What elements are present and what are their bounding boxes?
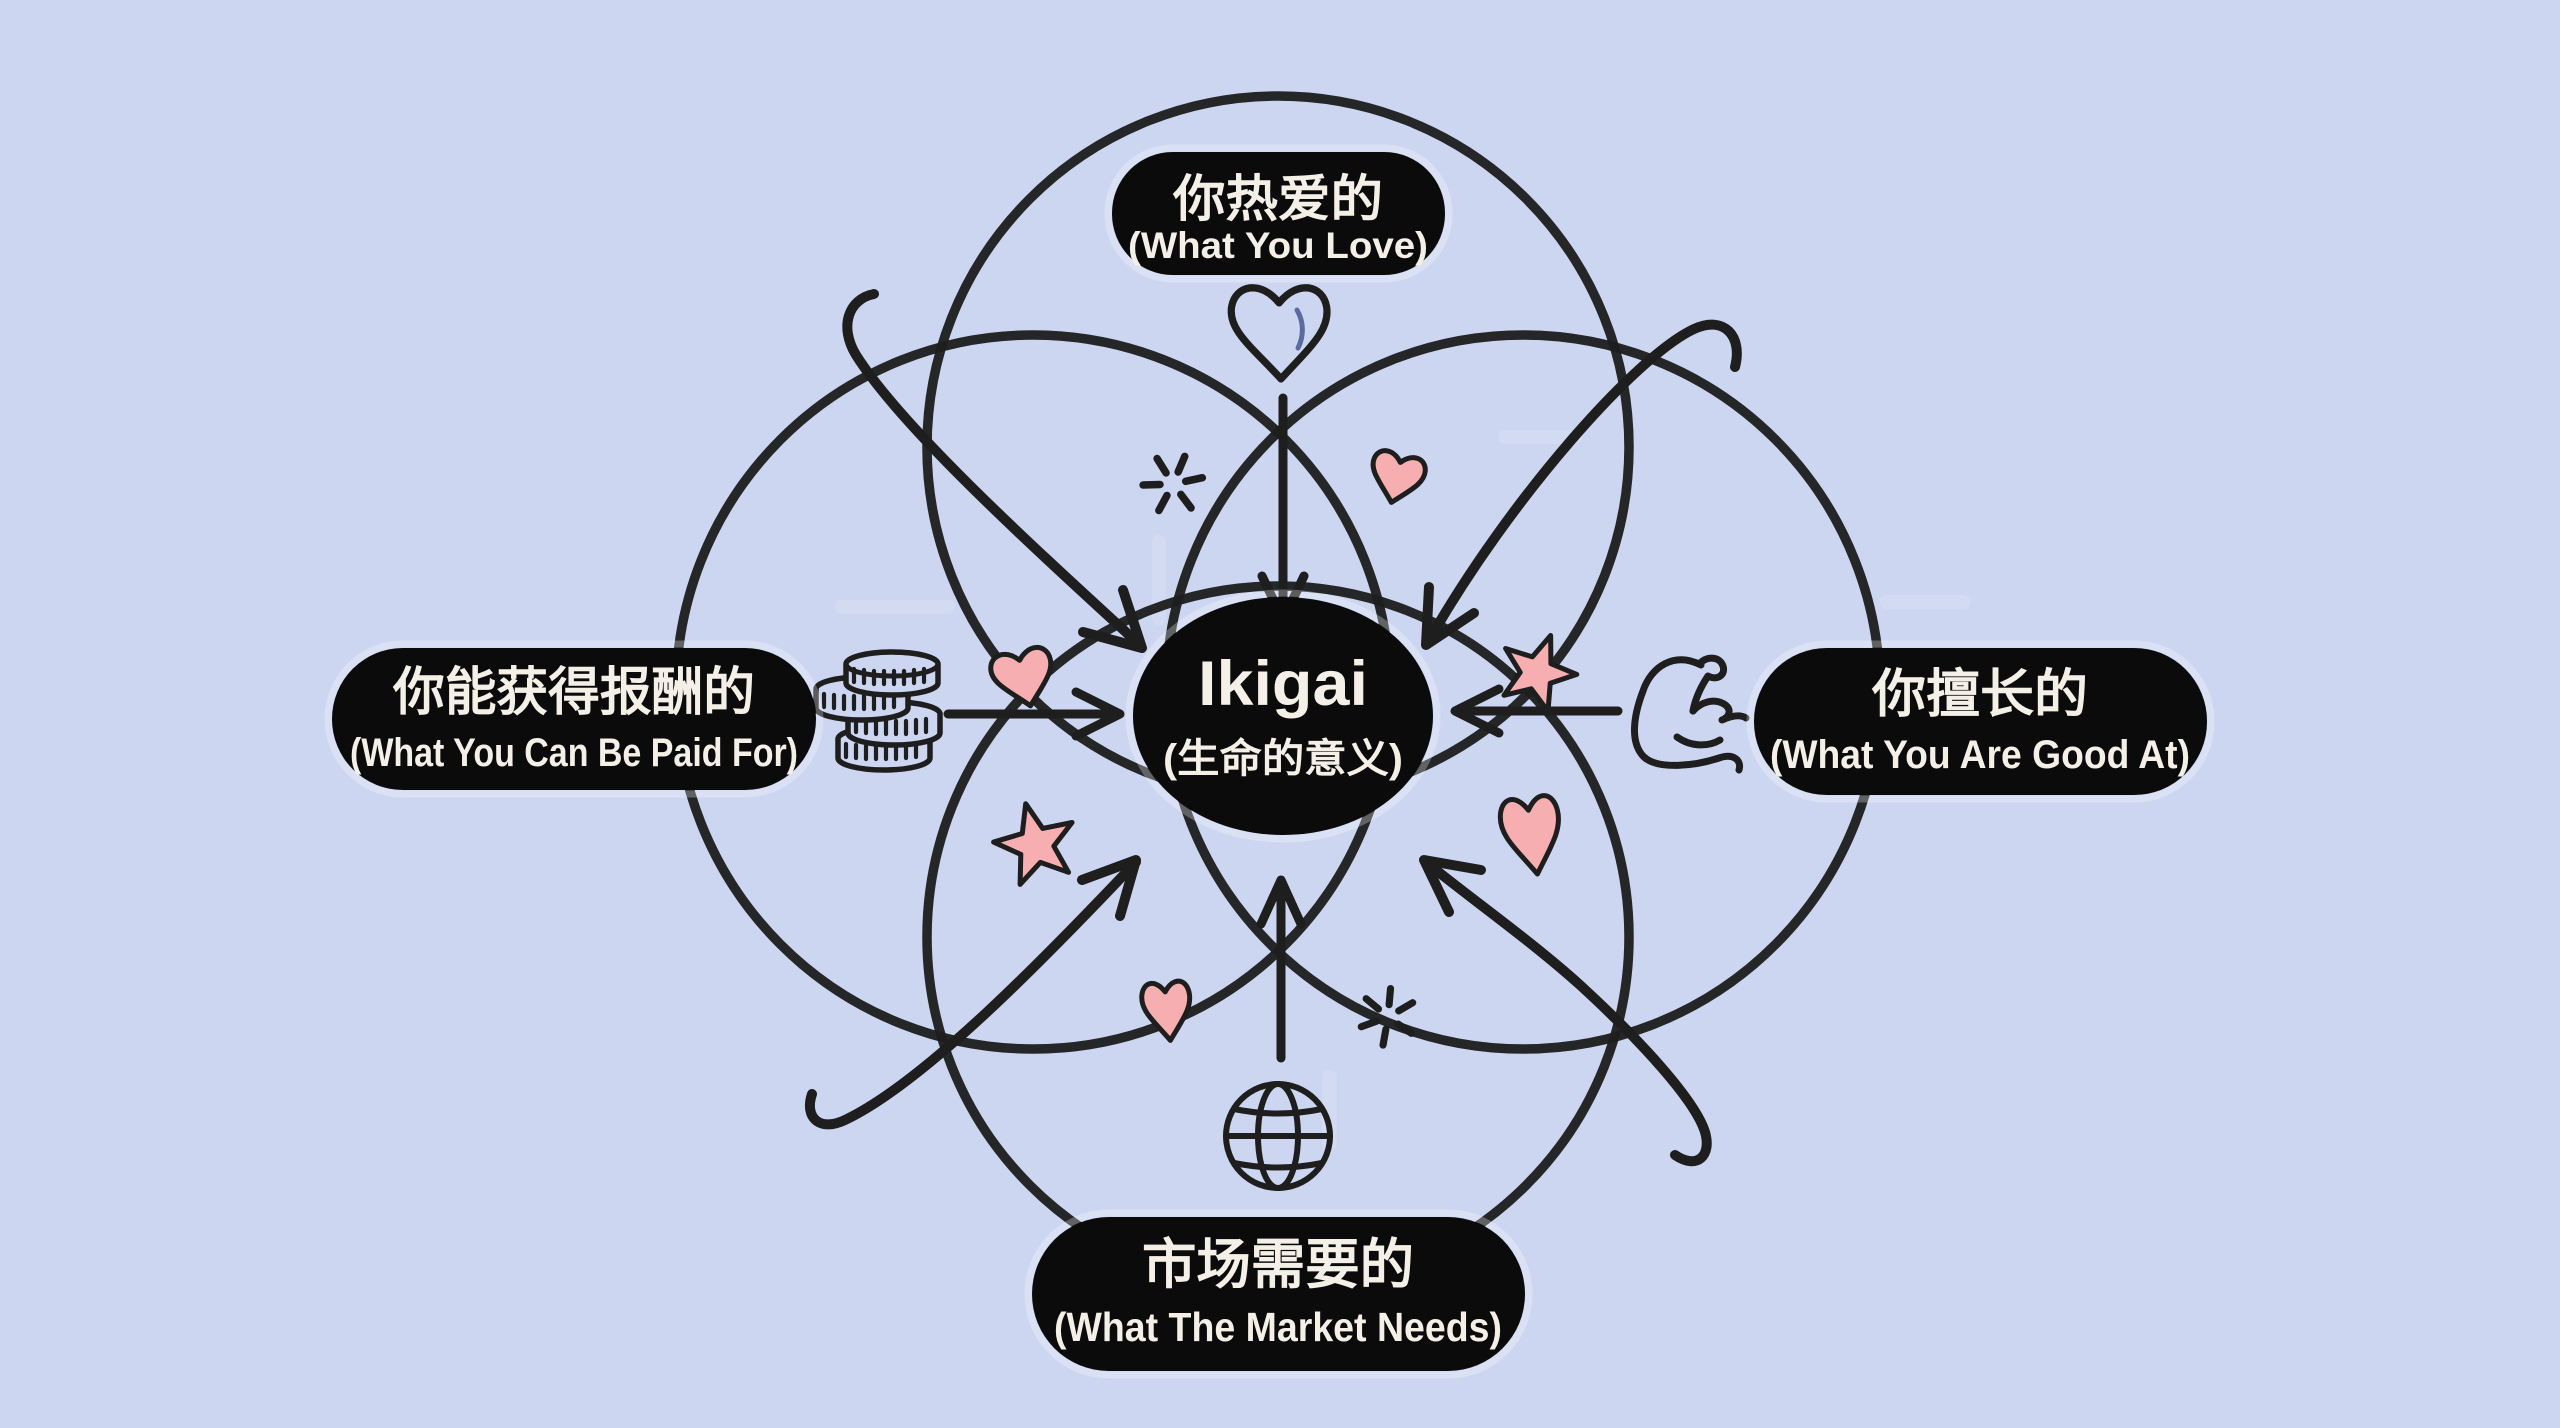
arrow-topright-to-center — [1421, 319, 1742, 650]
sparkle-doodles — [1139, 452, 1417, 1049]
pink-heart-bottomright — [1498, 794, 1565, 878]
center-title: Ikigai — [1198, 649, 1368, 719]
pink-star-left — [986, 794, 1083, 888]
pink-heart-left — [988, 645, 1059, 712]
arrow-bottom-to-center — [1256, 875, 1306, 1063]
arrow-topleft-to-center — [842, 289, 1147, 653]
center-node: Ikigai (生命的意义) — [1125, 589, 1441, 843]
node-bottom-pill — [1032, 1217, 1525, 1371]
node-bottom-label-en: (What The Market Needs) — [1054, 1304, 1502, 1350]
node-right-label-en: (What You Are Good At) — [1770, 733, 2190, 777]
node-bottom-label-zh: 市场需要的 — [1142, 1235, 1414, 1295]
center-node-blob — [1133, 597, 1433, 835]
pink-star-doodles — [986, 623, 1586, 889]
node-bottom: 市场需要的 (What The Market Needs) — [1024, 1209, 1533, 1379]
node-top: 你热爱的 (What You Love) — [1104, 144, 1453, 283]
arrow-top-to-center — [1257, 393, 1309, 625]
node-top-label-zh: 你热爱的 — [1172, 171, 1383, 227]
sparkle-topleft — [1139, 452, 1207, 515]
heart-outline-icon — [1227, 284, 1331, 383]
node-top-label-en: (What You Love) — [1128, 225, 1428, 266]
arrow-right-to-center — [1450, 684, 1623, 738]
arrow-bottomright-to-center — [1419, 855, 1712, 1167]
coin-stack-icon — [813, 649, 943, 773]
pink-star-right — [1490, 623, 1586, 717]
node-right-pill — [1754, 648, 2207, 795]
node-left: 你能获得报酬的 (What You Can Be Paid For) — [324, 640, 824, 798]
globe-icon — [1223, 1081, 1333, 1191]
pink-heart-bottommid — [1141, 980, 1194, 1042]
node-right-label-zh: 你擅长的 — [1871, 666, 2088, 724]
flexed-bicep-icon — [1631, 654, 1750, 774]
pink-heart-doodles — [988, 448, 1565, 1042]
node-top-pill — [1112, 152, 1445, 275]
arrow-bottomleft-to-center — [805, 855, 1141, 1130]
node-right: 你擅长的 (What You Are Good At) — [1746, 640, 2215, 803]
node-left-pill — [332, 648, 816, 790]
center-subtitle: (生命的意义) — [1163, 736, 1403, 781]
node-left-label-zh: 你能获得报酬的 — [392, 664, 755, 722]
heart-highlight — [1294, 307, 1305, 351]
pink-heart-topright — [1365, 448, 1428, 508]
arrow-left-to-center — [943, 687, 1125, 741]
sparkle-bottomright — [1357, 985, 1417, 1049]
node-left-label-en: (What You Can Be Paid For) — [350, 731, 798, 775]
